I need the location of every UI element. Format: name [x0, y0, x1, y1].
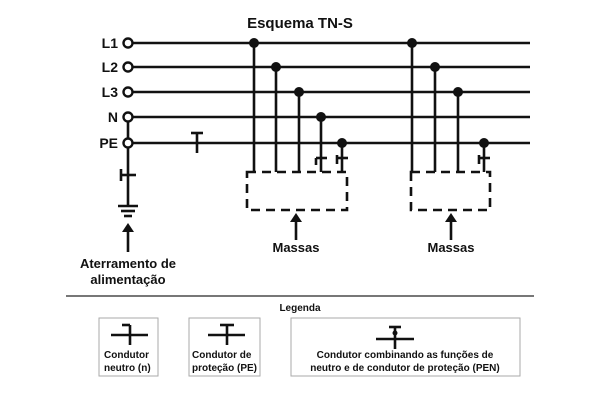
arrow-up-icon — [122, 223, 134, 252]
grounding-label: Aterramento de — [80, 256, 176, 271]
massas-label: Massas — [428, 240, 475, 255]
pen-symbol-icon — [376, 325, 414, 349]
label-l2: L2 — [102, 59, 119, 75]
legend-label: neutro e de condutor de proteção (PEN) — [310, 363, 499, 374]
massas-label: Massas — [273, 240, 320, 255]
legend-label: Condutor de — [192, 350, 252, 361]
label-l3: L3 — [102, 84, 119, 100]
terminals — [122, 37, 134, 149]
label-l1: L1 — [102, 35, 119, 51]
pe-conductor-symbol — [191, 131, 203, 153]
label-pe: PE — [99, 135, 118, 151]
legend-item-protection: Condutor de proteção (PE) — [188, 317, 261, 377]
ground-icon — [118, 204, 138, 218]
arrow-up-icon — [445, 213, 457, 240]
legend-title: Legenda — [279, 303, 321, 314]
grounding-label: alimentação — [90, 272, 165, 287]
legend-label: neutro (n) — [104, 363, 151, 374]
legend-item-neutral: Condutor neutro (n) — [98, 317, 159, 377]
conductor-lines — [133, 41, 530, 145]
legend-item-pen: Condutor combinando as funções de neutro… — [290, 317, 521, 377]
diagram-title: Esquema TN-S — [247, 15, 353, 32]
pe-symbol-icon — [208, 323, 245, 345]
neutral-symbol-icon — [111, 323, 148, 345]
source-grounding — [118, 122, 138, 252]
legend-label: Condutor — [104, 350, 149, 361]
arrow-up-icon — [290, 213, 302, 240]
label-n: N — [108, 109, 118, 125]
legend-label: proteção (PE) — [192, 363, 257, 374]
legend-label: Condutor combinando as funções de — [317, 350, 494, 361]
load-group-2 — [407, 38, 492, 240]
load-group-1 — [245, 38, 349, 240]
